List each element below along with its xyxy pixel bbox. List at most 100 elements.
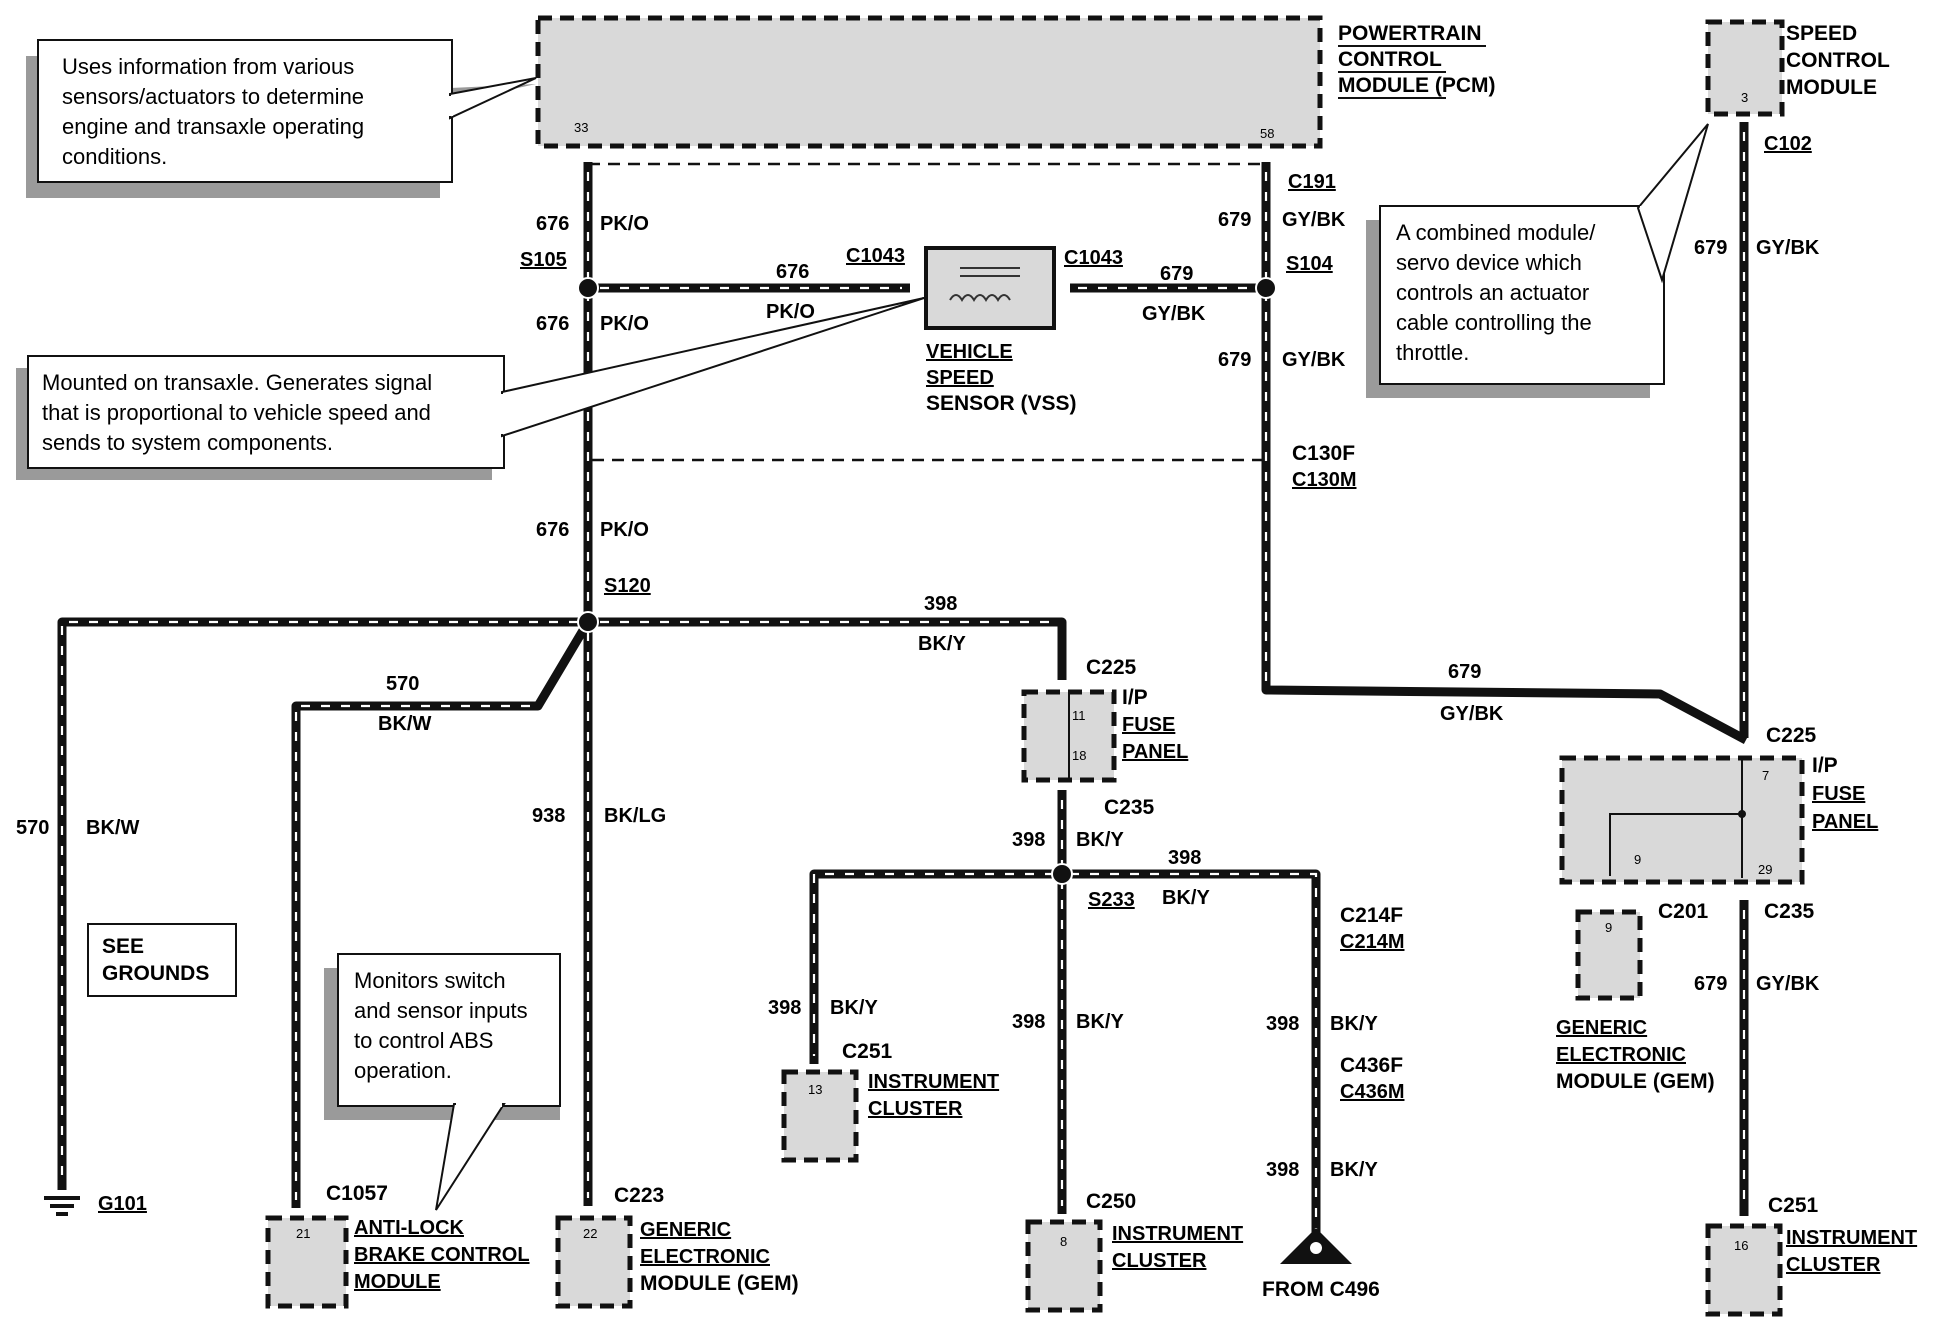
pcm-label-2: CONTROL — [1338, 48, 1442, 71]
conn-s233: S233 — [1088, 889, 1135, 911]
pcm-callout-line-3: engine and transaxle operating — [62, 114, 364, 139]
conn-c1057: C1057 — [326, 1182, 388, 1205]
abs-callout: Monitors switch and sensor inputs to con… — [324, 953, 561, 1211]
wire-color: GY/BK — [1282, 209, 1346, 231]
ip-fuse-panel-right[interactable] — [1559, 755, 1805, 885]
wire-color: BK/W — [378, 713, 431, 735]
conn-g101: G101 — [98, 1193, 147, 1215]
wire-398-c496 — [1062, 869, 1321, 1240]
see-grounds-box[interactable] — [87, 923, 237, 997]
fuse-right-pin-9: 9 — [1634, 852, 1641, 867]
ic-right-label-1: INSTRUMENT — [1786, 1227, 1917, 1249]
wire-679-pcm-to-fuse — [1261, 162, 1749, 744]
ic-c251-module[interactable] — [781, 1069, 859, 1163]
gem-right-label-1: GENERIC — [1556, 1017, 1647, 1039]
splice-s105 — [577, 277, 599, 299]
ic-c250-module[interactable] — [1025, 1219, 1103, 1313]
conn-s120: S120 — [604, 575, 651, 597]
wire-num: 570 — [16, 817, 49, 839]
conn-c130m: C130M — [1292, 469, 1356, 491]
conn-from-c496: FROM C496 — [1262, 1278, 1380, 1301]
conn-c223: C223 — [614, 1184, 664, 1207]
gem-bottom-label-1: GENERIC — [640, 1219, 731, 1241]
conn-c191: C191 — [1288, 171, 1336, 193]
gem-right-module[interactable] — [1575, 909, 1643, 1001]
wire-color: GY/BK — [1440, 703, 1504, 725]
wire-dash-pattern — [294, 704, 530, 1200]
wire-num: 398 — [1012, 1011, 1045, 1033]
wire-num: 676 — [536, 213, 569, 235]
vss-label-2: SPEED — [926, 367, 994, 389]
wire-color: BK/Y — [1162, 887, 1210, 909]
fuse-left-label-2: FUSE — [1122, 714, 1175, 736]
pcm-callout-line-2: sensors/actuators to determine — [62, 84, 364, 109]
wire-num: 679 — [1694, 237, 1727, 259]
wire-num: 938 — [532, 805, 565, 827]
scm-callout-line-4: cable controlling the — [1396, 310, 1592, 335]
conn-c102: C102 — [1764, 133, 1812, 155]
pcm-pin-33: 33 — [574, 120, 588, 135]
wire-dash-pattern — [60, 620, 578, 1180]
coil-icon — [949, 294, 1011, 302]
conn-c251-left: C251 — [842, 1040, 893, 1063]
abs-callout-line-4: operation. — [354, 1058, 452, 1083]
wire-398-ic-c251 — [809, 869, 1062, 1064]
see-grounds-1: SEE — [102, 935, 144, 958]
splice-s120 — [577, 611, 599, 633]
ic-c250-pin: 8 — [1060, 1234, 1067, 1249]
ic-c251-label-2: CLUSTER — [868, 1098, 963, 1120]
conn-c1043-right: C1043 — [1064, 247, 1123, 269]
pcm-module[interactable] — [535, 15, 1323, 149]
wire-num: 398 — [768, 997, 801, 1019]
wire-color: BK/Y — [1330, 1013, 1378, 1035]
conn-c436m: C436M — [1340, 1081, 1404, 1103]
gem-right-label-3: MODULE (GEM) — [1556, 1070, 1715, 1093]
pcm-callout-line-4: conditions. — [62, 144, 167, 169]
wire-color: GY/BK — [1282, 349, 1346, 371]
ic-right-module[interactable] — [1705, 1223, 1783, 1317]
ic-c251-pin: 13 — [808, 1082, 822, 1097]
conn-c201: C201 — [1658, 900, 1709, 923]
conn-c225-left: C225 — [1086, 656, 1137, 679]
wire-color: PK/O — [766, 301, 815, 323]
wire-dash-pattern — [812, 872, 1054, 1056]
speed-control-module[interactable] — [1705, 19, 1785, 117]
ground-icon — [44, 1196, 80, 1216]
wire-num: 398 — [1012, 829, 1045, 851]
wire-num: 398 — [924, 593, 957, 615]
abs-label-1: ANTI-LOCK — [354, 1217, 465, 1239]
pcm-callout: Uses information from various sensors/ac… — [26, 39, 537, 198]
scm-callout-line-5: throttle. — [1396, 340, 1469, 365]
scm-label-2: CONTROL — [1786, 49, 1890, 72]
conn-s105: S105 — [520, 249, 567, 271]
wire-num: 679 — [1160, 263, 1193, 285]
conn-c251-right: C251 — [1768, 1194, 1819, 1217]
fuse-left-label-3: PANEL — [1122, 741, 1188, 763]
wire-num: 679 — [1218, 209, 1251, 231]
pcm-callout-line-1: Uses information from various — [62, 54, 354, 79]
wire-num: 398 — [1266, 1159, 1299, 1181]
vss-sensor[interactable] — [924, 246, 1056, 330]
fuse-left-label-1: I/P — [1122, 686, 1148, 709]
abs-label-2: BRAKE CONTROL — [354, 1244, 530, 1266]
fuse-right-label-1: I/P — [1812, 754, 1838, 777]
wire-num: 676 — [536, 519, 569, 541]
abs-module[interactable] — [265, 1215, 349, 1309]
conn-s104: S104 — [1286, 253, 1334, 275]
vss-callout-line-2: that is proportional to vehicle speed an… — [42, 400, 431, 425]
gem-bottom-pin: 22 — [583, 1226, 597, 1241]
gem-bottom-module[interactable] — [555, 1215, 633, 1309]
fuse-right-label-3: PANEL — [1812, 811, 1878, 833]
vss-label-3: SENSOR (VSS) — [926, 392, 1077, 415]
conn-c235-right: C235 — [1764, 900, 1815, 923]
scm-pin: 3 — [1741, 90, 1748, 105]
wire-color: GY/BK — [1756, 237, 1820, 259]
wire-num: 398 — [1266, 1013, 1299, 1035]
vss-callout: Mounted on transaxle. Generates signal t… — [16, 297, 925, 480]
conn-c250: C250 — [1086, 1190, 1136, 1213]
gem-bottom-label-3: MODULE (GEM) — [640, 1272, 799, 1295]
conn-c235-left: C235 — [1104, 796, 1155, 819]
ic-right-pin: 16 — [1734, 1238, 1748, 1253]
conn-c436f: C436F — [1340, 1054, 1403, 1077]
conn-c214m: C214M — [1340, 931, 1404, 953]
